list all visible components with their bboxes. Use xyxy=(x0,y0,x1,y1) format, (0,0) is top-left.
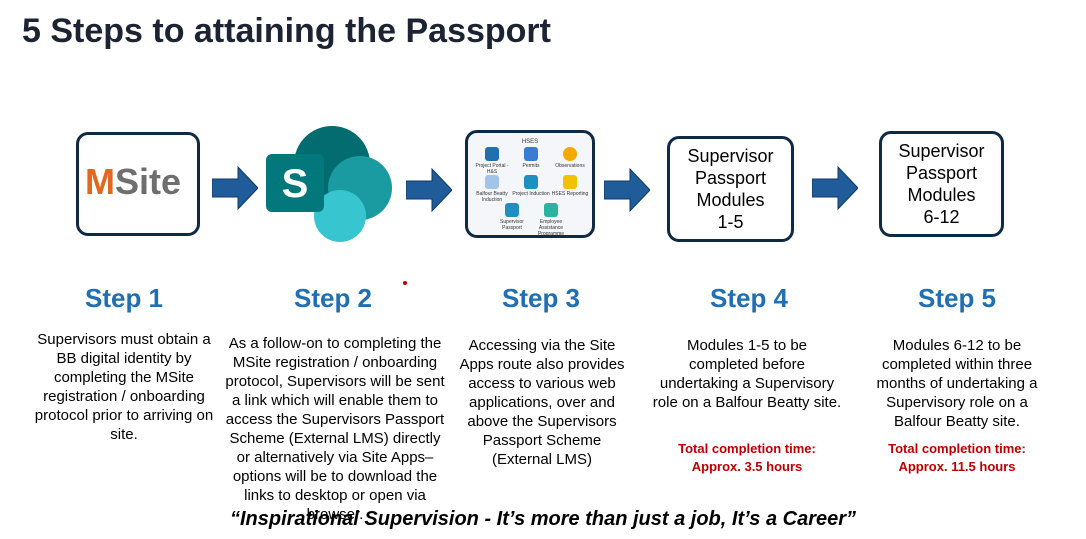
step-2-title: Step 2 xyxy=(293,283,373,313)
arrow-right-icon xyxy=(812,165,858,211)
step-2-description: As a follow-on to completing the MSite r… xyxy=(225,335,445,523)
msite-logo-box: MSite xyxy=(76,132,200,236)
app-label: Project Induction xyxy=(512,191,550,197)
step-5-total: Total completion time: Approx. 11.5 hour… xyxy=(888,441,1026,474)
step-3-title: Step 3 xyxy=(501,283,581,313)
msite-logo-m: M xyxy=(85,161,115,202)
app-label: HSES Reporting xyxy=(551,191,589,197)
app-label: Supervisor Passport xyxy=(500,219,524,231)
box-line: Supervisor xyxy=(687,146,774,166)
app-bb-induction: Balfour Beatty Induction xyxy=(472,175,512,203)
app-employee-assistance: Employee Assistance Programme xyxy=(531,203,571,237)
red-dot xyxy=(403,281,407,285)
svg-text:S: S xyxy=(282,162,309,206)
app-project-induction: Project Induction xyxy=(511,175,551,197)
app-label: Project Portal - H&S xyxy=(475,163,509,175)
site-apps-box: HSES Project Portal - H&S Permits Observ… xyxy=(465,130,595,238)
page-title: 5 Steps to attaining the Passport xyxy=(22,12,551,50)
box-line: 6-12 xyxy=(923,207,960,227)
app-permits: Permits xyxy=(511,147,551,169)
observations-icon xyxy=(563,147,577,161)
step-4-box: Supervisor Passport Modules 1-5 xyxy=(667,136,794,242)
step-5-title: Step 5 xyxy=(917,283,997,313)
step-4-total: Total completion time: Approx. 3.5 hours xyxy=(678,441,816,474)
arrow-right-icon xyxy=(406,167,452,213)
step-1-description: Supervisors must obtain a BB digital ide… xyxy=(34,331,214,443)
arrow-right-icon xyxy=(604,167,650,213)
msite-logo-site: Site xyxy=(115,161,182,202)
app-project-portal: Project Portal - H&S xyxy=(472,147,512,175)
supervisor-passport-icon xyxy=(505,203,519,217)
sharepoint-icon: S xyxy=(266,126,392,242)
app-hses-reporting: HSES Reporting xyxy=(550,175,590,197)
step-4-description: Modules 1-5 to be completed before under… xyxy=(652,337,842,411)
box-line: 1-5 xyxy=(717,212,744,232)
msite-logo: MSite xyxy=(85,161,181,203)
apps-heading: HSES xyxy=(521,139,539,145)
project-portal-icon xyxy=(485,147,499,161)
step-1-title: Step 1 xyxy=(84,283,164,313)
step-4-title: Step 4 xyxy=(709,283,789,313)
box-line: Passport xyxy=(905,163,978,183)
project-induction-icon xyxy=(524,175,538,189)
footer-quote: “Inspirational Supervision - It’s more t… xyxy=(229,508,857,530)
permits-icon xyxy=(524,147,538,161)
box-line: Supervisor xyxy=(898,141,985,161)
app-label: Permits xyxy=(522,163,540,169)
box-line: Passport xyxy=(694,168,767,188)
app-observations: Observations xyxy=(550,147,590,169)
arrow-right-icon xyxy=(212,165,258,211)
bb-induction-icon xyxy=(485,175,499,189)
bar-chart-icon xyxy=(563,175,577,189)
step-3-description: Accessing via the Site Apps route also p… xyxy=(459,337,625,468)
app-label: Observations xyxy=(555,163,585,169)
app-label: Balfour Beatty Induction xyxy=(476,191,508,203)
step-5-box: Supervisor Passport Modules 6-12 xyxy=(879,131,1004,237)
box-line: Modules xyxy=(696,190,765,210)
app-label: Employee Assistance Programme xyxy=(537,219,565,237)
app-supervisor-passport: Supervisor Passport xyxy=(492,203,532,231)
step-5-description: Modules 6-12 to be completed within thre… xyxy=(876,337,1038,430)
employee-assistance-icon xyxy=(544,203,558,217)
box-line: Modules xyxy=(907,185,976,205)
